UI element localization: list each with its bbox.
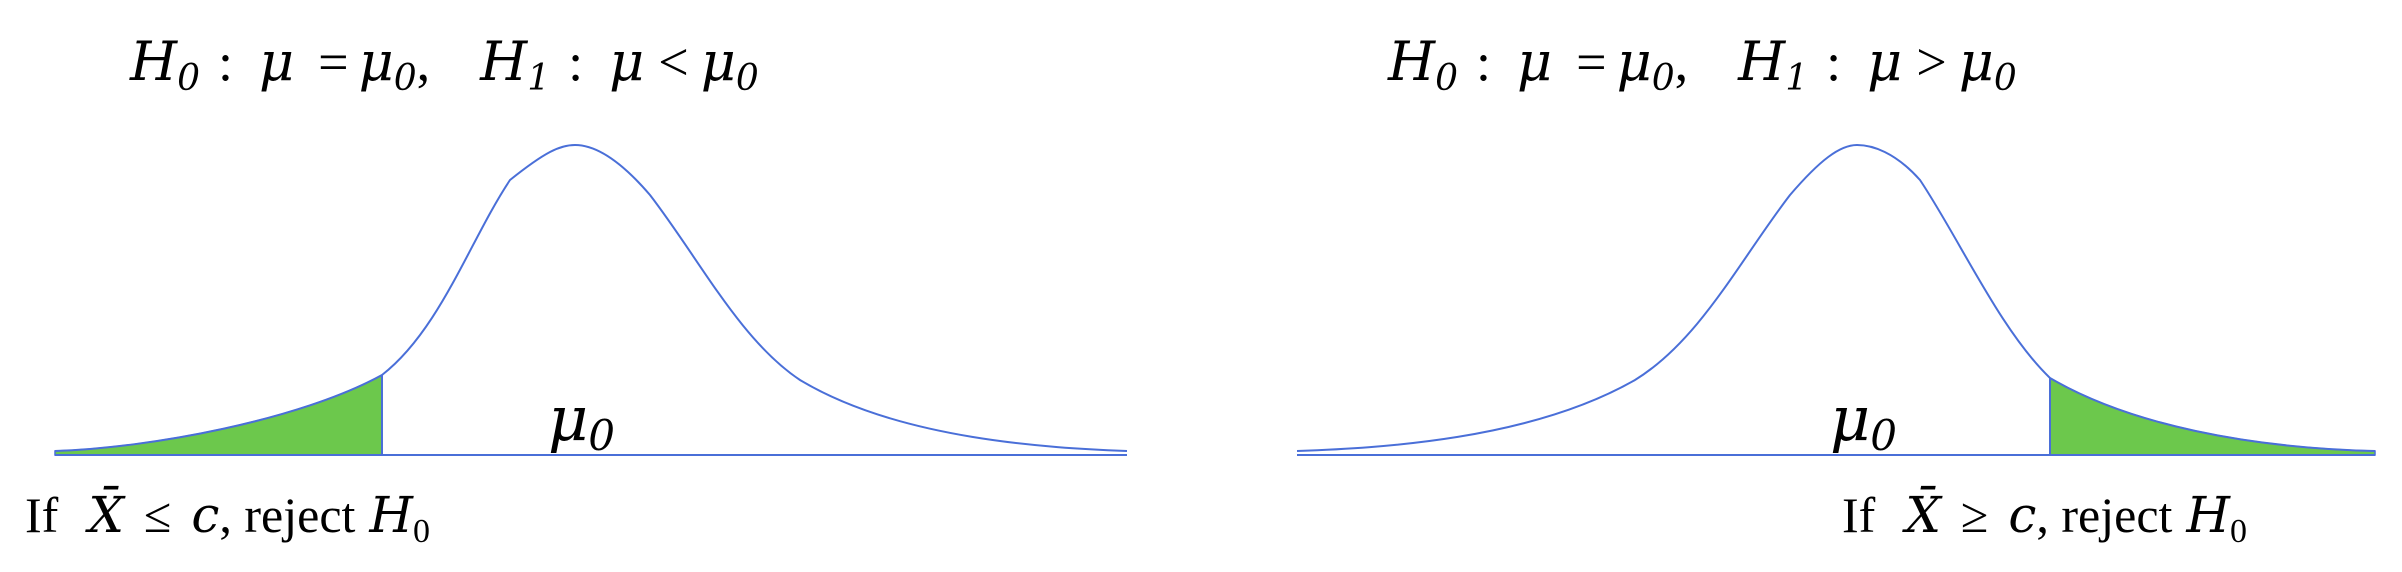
left-density-curve bbox=[54, 143, 1128, 452]
right-hypotheses: H0:μ=μ0,H1:μ>μ0 bbox=[1387, 30, 2017, 99]
left-hypotheses: H0:μ=μ0,H1:μ<μ0 bbox=[129, 30, 759, 99]
left-rejection-region bbox=[54, 373, 383, 456]
right-density-curve bbox=[1296, 143, 2376, 452]
right-mu0-label: μ0 bbox=[1830, 382, 1897, 460]
right-rejection-region bbox=[2049, 376, 2376, 456]
left-mu0-label: μ0 bbox=[548, 382, 615, 460]
